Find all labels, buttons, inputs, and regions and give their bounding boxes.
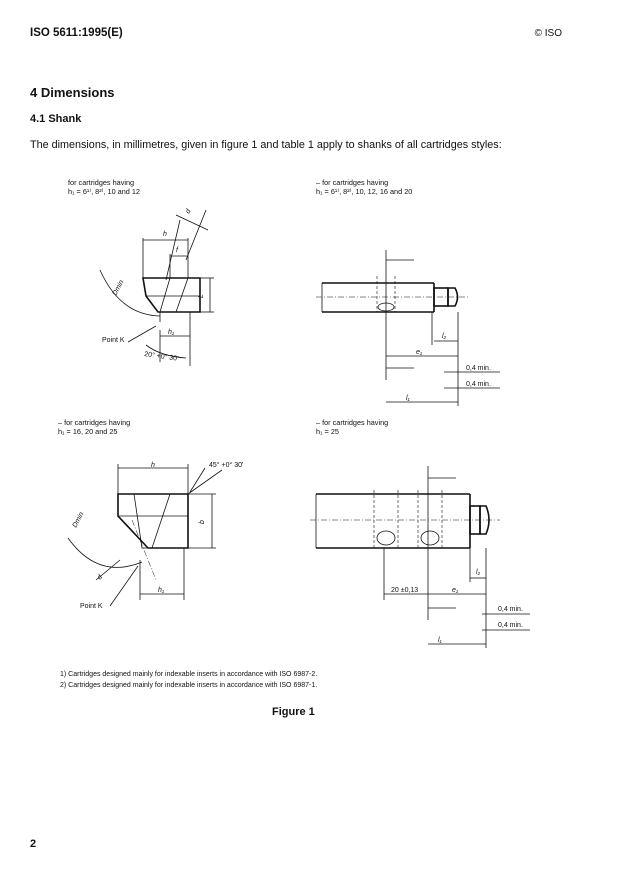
label-b: b — [199, 520, 206, 524]
shank-side-view-small — [316, 250, 500, 406]
label-d-top: d — [185, 207, 194, 215]
label-h-top: h — [163, 231, 167, 238]
label-point-k-top: Point K — [102, 337, 125, 344]
label-dist-20: 20 ±0,13 — [391, 587, 418, 594]
label-L: L — [198, 294, 205, 298]
copyright-mark: © ISO — [534, 28, 562, 39]
label-dmin-top: Dmin — [112, 279, 126, 297]
label-l2-bottom: l₂ — [476, 569, 481, 576]
label-e1-bottom: e₁ — [452, 587, 459, 594]
section-title: 4 Dimensions — [30, 85, 115, 100]
label-h-bottom: h — [151, 462, 155, 469]
label-point-k-bottom: Point K — [80, 603, 103, 610]
label-angle-45: 45° +0° 30' — [209, 461, 243, 469]
label-angle-20: 20° +0° 30' — [144, 350, 179, 363]
label-min-b-top: 0,4 min. — [466, 381, 491, 388]
label-l1-bottom: l₁ — [438, 637, 443, 644]
label-h1-bottom: h₁ — [158, 587, 165, 594]
label-min-a-bottom: 0,4 min. — [498, 606, 523, 613]
footnote-2: 2) Cartridges designed mainly for indexa… — [60, 682, 318, 689]
label-h1-top: h₁ — [168, 329, 175, 336]
label-d-bottom: d — [96, 573, 105, 581]
label-e1-top: e₁ — [416, 349, 423, 356]
shank-side-view-large — [310, 466, 530, 648]
shank-profile-small — [99, 209, 214, 366]
shank-profile-large — [67, 464, 223, 607]
label-dmin-bottom: Dmin — [72, 511, 86, 529]
intro-paragraph: The dimensions, in millimetres, given in… — [30, 139, 502, 151]
standard-number: ISO 5611:1995(E) — [30, 27, 123, 39]
figure-label: Figure 1 — [272, 706, 315, 718]
page-number: 2 — [30, 838, 37, 850]
label-min-a-top: 0,4 min. — [466, 365, 491, 372]
label-min-b-bottom: 0,4 min. — [498, 622, 523, 629]
label-l2-top: l₂ — [442, 333, 447, 340]
subsection-title: 4.1 Shank — [30, 113, 82, 125]
label-f: f — [176, 247, 179, 254]
label-l1-top: l₁ — [406, 395, 411, 402]
footnote-1: 1) Cartridges designed mainly for indexa… — [60, 671, 318, 678]
